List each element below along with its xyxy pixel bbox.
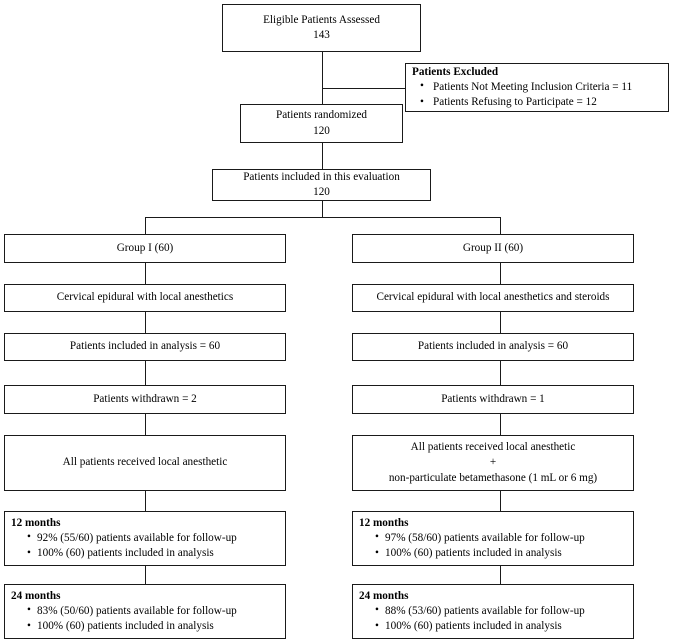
group2-analysis-label: Patients included in analysis = 60 — [417, 340, 569, 353]
group1-title-label: Group I (60) — [116, 241, 174, 254]
list-item: 100% (60) patients included in analysis — [375, 619, 585, 634]
group2-fu12-header: 12 months — [359, 516, 409, 529]
group2-treatment-line1: All patients received local anesthetic — [410, 441, 576, 454]
group2-intervention-label: Cervical epidural with local anesthetics… — [376, 291, 610, 304]
group1-withdrawn-label: Patients withdrawn = 2 — [93, 392, 197, 405]
randomized-value: 120 — [313, 124, 330, 137]
connector-split-to-group1 — [145, 216, 147, 235]
excluded-header: Patients Excluded — [412, 65, 499, 78]
node-group1-treatment: All patients received local anesthetic — [4, 435, 286, 491]
list-item: 83% (50/60) patients available for follo… — [27, 603, 237, 619]
list-item: 100% (60) patients included in analysis — [27, 546, 237, 561]
node-group1-followup-24: 24 months 83% (50/60) patients available… — [4, 584, 286, 639]
group2-title-label: Group II (60) — [462, 241, 524, 254]
node-group2-intervention: Cervical epidural with local anesthetics… — [352, 284, 634, 312]
connector-to-excluded — [321, 87, 406, 89]
list-item: 92% (55/60) patients available for follo… — [27, 530, 237, 546]
eligible-value: 143 — [313, 29, 330, 41]
node-group2-withdrawn: Patients withdrawn = 1 — [352, 385, 634, 414]
connector-g1-analysis-to-withdrawn — [145, 361, 147, 385]
group2-treatment-line3: non-particulate betamethasone (1 mL or 6… — [388, 471, 598, 484]
node-group2-followup-24: 24 months 88% (53/60) patients available… — [352, 584, 634, 639]
node-group2-analysis: Patients included in analysis = 60 — [352, 333, 634, 361]
list-item: 88% (53/60) patients available for follo… — [375, 603, 585, 619]
connector-g1-fu12-to-fu24 — [145, 566, 147, 584]
node-group1-analysis: Patients included in analysis = 60 — [4, 333, 286, 361]
node-group1-title: Group I (60) — [4, 234, 286, 263]
group2-treatment-line2: + — [489, 456, 497, 469]
node-patients-excluded: Patients Excluded Patients Not Meeting I… — [405, 63, 669, 112]
group1-fu24-list: 83% (50/60) patients available for follo… — [5, 603, 237, 634]
node-eligible-patients: Eligible Patients Assessed 143 — [222, 4, 421, 52]
connector-randomized-to-evaluation — [321, 143, 323, 169]
list-item: 97% (58/60) patients available for follo… — [375, 530, 585, 546]
randomized-label: Patients randomized — [275, 109, 368, 122]
connector-g2-title-to-intervention — [499, 263, 501, 284]
list-item: Patients Refusing to Participate = 12 — [420, 95, 632, 110]
eligible-label: Eligible Patients Assessed — [263, 13, 380, 26]
list-item: 100% (60) patients included in analysis — [375, 546, 585, 561]
group2-fu12-list: 97% (58/60) patients available for follo… — [353, 530, 585, 561]
connector-g1-intervention-to-analysis — [145, 312, 147, 333]
node-group2-title: Group II (60) — [352, 234, 634, 263]
node-group1-withdrawn: Patients withdrawn = 2 — [4, 385, 286, 414]
connector-split-horizontal — [145, 216, 500, 218]
connector-split-to-group2 — [499, 216, 501, 235]
node-group2-followup-12: 12 months 97% (58/60) patients available… — [352, 511, 634, 566]
connector-eligible-to-randomized — [321, 52, 323, 104]
group1-fu24-header: 24 months — [11, 589, 61, 602]
group1-analysis-label: Patients included in analysis = 60 — [69, 340, 221, 353]
connector-g1-withdrawn-to-treatment — [145, 414, 147, 435]
connector-g2-analysis-to-withdrawn — [499, 361, 501, 385]
node-group1-intervention: Cervical epidural with local anesthetics — [4, 284, 286, 312]
node-group1-followup-12: 12 months 92% (55/60) patients available… — [4, 511, 286, 566]
group2-fu24-header: 24 months — [359, 589, 409, 602]
list-item: Patients Not Meeting Inclusion Criteria … — [420, 79, 632, 95]
list-item: 100% (60) patients included in analysis — [27, 619, 237, 634]
connector-g1-treatment-to-fu12 — [145, 491, 147, 511]
evaluation-label: Patients included in this evaluation — [243, 170, 400, 183]
node-patients-included-evaluation: Patients included in this evaluation 120 — [212, 169, 431, 201]
group1-fu12-list: 92% (55/60) patients available for follo… — [5, 530, 237, 561]
group1-fu12-header: 12 months — [11, 516, 61, 529]
connector-g2-fu12-to-fu24 — [499, 566, 501, 584]
connector-g1-title-to-intervention — [145, 263, 147, 284]
evaluation-value: 120 — [313, 186, 330, 198]
group2-withdrawn-label: Patients withdrawn = 1 — [441, 392, 545, 405]
connector-g2-intervention-to-analysis — [499, 312, 501, 333]
group1-intervention-label: Cervical epidural with local anesthetics — [56, 291, 234, 304]
connector-evaluation-down — [321, 201, 323, 217]
connector-g2-treatment-to-fu12 — [499, 491, 501, 511]
excluded-list: Patients Not Meeting Inclusion Criteria … — [406, 79, 632, 110]
group2-fu24-list: 88% (53/60) patients available for follo… — [353, 603, 585, 634]
node-patients-randomized: Patients randomized 120 — [240, 104, 403, 143]
connector-g2-withdrawn-to-treatment — [499, 414, 501, 435]
group1-treatment-line1: All patients received local anesthetic — [62, 456, 228, 469]
node-group2-treatment: All patients received local anesthetic +… — [352, 435, 634, 491]
